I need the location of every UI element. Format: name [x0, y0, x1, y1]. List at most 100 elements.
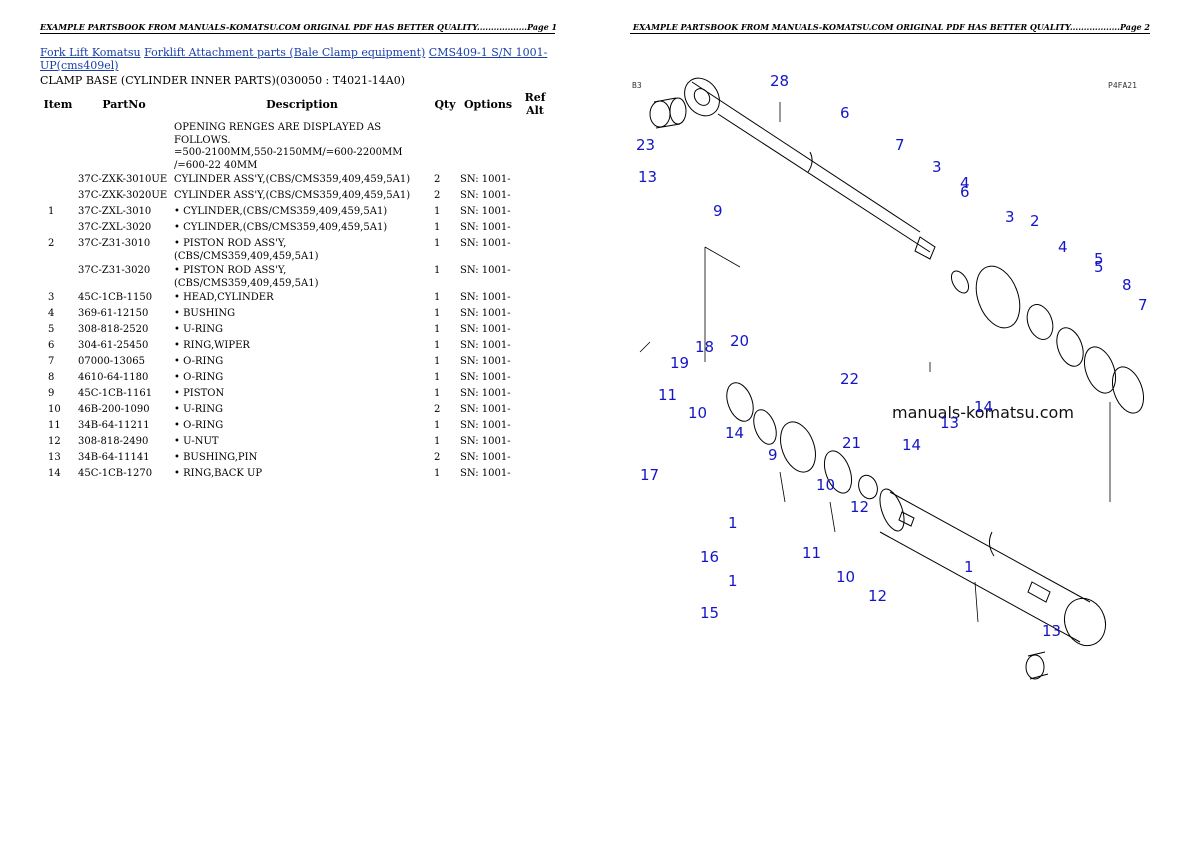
- row-refalt: [518, 291, 552, 307]
- row-qty: 1: [434, 238, 441, 249]
- callout-number: 1: [728, 572, 738, 590]
- callout-number: 13: [638, 168, 657, 186]
- row-item: 5: [48, 324, 55, 335]
- row-qty: 1: [434, 420, 441, 431]
- corner-code-left: B3: [632, 81, 642, 90]
- page-title: CLAMP BASE (CYLINDER INNER PARTS)(030050…: [40, 74, 406, 87]
- row-options: SN: 1001-: [460, 265, 511, 276]
- row-qty: 2: [434, 452, 441, 463]
- table-row: 37C-Z31-3020• PISTON ROD ASS'Y,(CBS/CMS3…: [40, 264, 552, 291]
- row-qty: 1: [434, 206, 441, 217]
- parts-table: Item PartNo Description Qty Options Ref …: [40, 89, 552, 483]
- callout-number: 18: [695, 338, 714, 356]
- callout-number: 21: [842, 434, 861, 452]
- row-refalt: [518, 371, 552, 387]
- row-description: • U-RING: [174, 404, 223, 415]
- row-description: • RING,BACK UP: [174, 468, 263, 479]
- row-description: • RING,WIPER: [174, 340, 250, 351]
- col-item: Item: [43, 97, 73, 111]
- col-partno: PartNo: [102, 97, 146, 111]
- callout-number: 7: [1138, 296, 1148, 314]
- callout-number: 1: [728, 514, 738, 532]
- row-qty: 2: [434, 404, 441, 415]
- callout-number: 12: [868, 587, 887, 605]
- row-qty: 1: [434, 324, 441, 335]
- row-item: 6: [48, 340, 55, 351]
- row-options: SN: 1001-: [460, 372, 511, 383]
- row-partno: 4610-64-1180: [78, 372, 149, 383]
- row-options: SN: 1001-: [460, 308, 511, 319]
- row-description: • O-RING: [174, 356, 224, 367]
- diagram-page: EXAMPLE PARTSBOOK FROM MANUALS-KOMATSU.C…: [630, 22, 1150, 822]
- row-options: SN: 1001-: [460, 292, 511, 303]
- callout-number: 9: [768, 446, 778, 464]
- row-item: 8: [48, 372, 55, 383]
- row-description: • PISTON ROD ASS'Y,(CBS/CMS359,409,459,5…: [174, 238, 319, 262]
- row-partno: 369-61-12150: [78, 308, 149, 319]
- row-item: 3: [48, 292, 55, 303]
- row-partno: 37C-ZXK-3010UE: [78, 174, 168, 185]
- row-qty: 1: [434, 356, 441, 367]
- row-refalt: [518, 467, 552, 483]
- row-refalt: [518, 387, 552, 403]
- row-partno: 45C-1CB-1150: [78, 292, 153, 303]
- row-options: SN: 1001-: [460, 468, 511, 479]
- breadcrumb-link-forklift[interactable]: Fork Lift Komatsu: [40, 46, 141, 59]
- leader-lines: [639, 102, 1111, 623]
- row-qty: 1: [434, 436, 441, 447]
- bushing-drawing: [649, 97, 687, 129]
- callout-number: 3: [932, 158, 942, 176]
- callout-number: 13: [940, 414, 959, 432]
- row-refalt: [518, 355, 552, 371]
- row-options: SN: 1001-: [460, 222, 511, 233]
- row-item: 4: [48, 308, 55, 319]
- callout-number: 15: [700, 604, 719, 622]
- row-options: SN: 1001-: [460, 436, 511, 447]
- row-refalt: [518, 323, 552, 339]
- callout-number: 12: [850, 498, 869, 516]
- callout-number: 14: [725, 424, 744, 442]
- callout-number: 16: [700, 548, 719, 566]
- callout-number: 8: [1122, 276, 1132, 294]
- row-refalt: [518, 189, 552, 205]
- row-description: CYLINDER ASS'Y,(CBS/CMS359,409,459,5A1): [174, 174, 411, 185]
- col-qty: Qty: [434, 97, 456, 111]
- row-partno: 304-61-25450: [78, 340, 149, 351]
- row-description: • PISTON ROD ASS'Y,(CBS/CMS359,409,459,5…: [174, 265, 319, 289]
- callout-number: 10: [688, 404, 707, 422]
- row-refalt: [518, 339, 552, 355]
- row-description: • O-RING: [174, 420, 224, 431]
- row-description: • CYLINDER,(CBS/CMS359,409,459,5A1): [174, 222, 388, 233]
- row-refalt: [518, 221, 552, 237]
- row-item: 9: [48, 388, 55, 399]
- bushing-drawing-lower: [1025, 651, 1049, 680]
- head-rings-drawing: [950, 265, 1145, 414]
- callout-number: 14: [902, 436, 921, 454]
- table-row: 37C-ZXL-3020• CYLINDER,(CBS/CMS359,409,4…: [40, 221, 552, 237]
- row-options: SN: 1001-: [460, 356, 511, 367]
- breadcrumb: Fork Lift Komatsu Forklift Attachment pa…: [40, 46, 555, 72]
- breadcrumb-link-model[interactable]: CMS409-1 S/N 1001-UP(cms409el): [40, 46, 548, 72]
- row-partno: 07000-13065: [78, 356, 146, 367]
- row-item: 14: [48, 468, 61, 479]
- breadcrumb-link-attachment[interactable]: Forklift Attachment parts (Bale Clamp eq…: [144, 46, 426, 59]
- note-row: OPENING RENGES ARE DISPLAYED AS FOLLOWS.…: [40, 121, 552, 173]
- row-refalt: [518, 237, 552, 264]
- row-description: • U-RING: [174, 324, 223, 335]
- row-description: CYLINDER ASS'Y,(CBS/CMS359,409,459,5A1): [174, 190, 411, 201]
- callout-number: 6: [960, 183, 970, 201]
- page-header: EXAMPLE PARTSBOOK FROM MANUALS-KOMATSU.C…: [40, 22, 558, 34]
- row-item: 11: [48, 420, 61, 431]
- row-refalt: [518, 307, 552, 323]
- row-description: • O-RING: [174, 372, 224, 383]
- callout-number: 5: [1094, 250, 1104, 268]
- page-header-2: EXAMPLE PARTSBOOK FROM MANUALS-KOMATSU.C…: [630, 22, 1150, 34]
